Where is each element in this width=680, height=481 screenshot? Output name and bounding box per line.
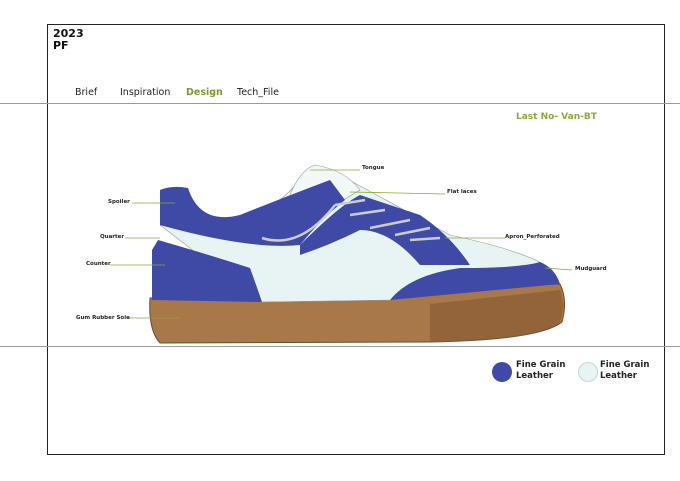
legend-line: Leather — [516, 371, 553, 381]
legend-line: Leather — [600, 371, 637, 381]
sole-toe-texture — [430, 290, 563, 342]
last-number: Last No- Van-BT — [516, 112, 597, 122]
nav-tech-file[interactable]: Tech_File — [237, 87, 279, 98]
laces — [261, 198, 441, 242]
divider-top — [0, 103, 680, 104]
page-frame — [47, 24, 665, 455]
callout-flat-laces: Flat laces — [447, 189, 477, 195]
callout-tongue: Tongue — [362, 165, 385, 171]
counter-blue — [152, 240, 262, 302]
legend-line: Fine Grain — [600, 360, 650, 370]
callout-sole: Gum Rubber Sole — [76, 315, 130, 321]
year: 2023 — [53, 27, 84, 40]
nav-inspiration[interactable]: Inspiration — [120, 87, 171, 98]
nav-design[interactable]: Design — [186, 87, 223, 98]
callout-lines — [110, 169, 573, 319]
mudguard-blue — [390, 262, 560, 300]
legend-line: Fine Grain — [516, 360, 566, 370]
nav-brief[interactable]: Brief — [75, 87, 98, 98]
swatch-blue — [492, 362, 512, 382]
eyestay-blue — [300, 195, 470, 265]
quarter-blue — [160, 180, 345, 246]
swatch-pale — [578, 362, 598, 382]
code: PF — [53, 39, 69, 52]
callout-mudguard: Mudguard — [575, 266, 607, 272]
callout-apron: Apron_Perforated — [505, 234, 560, 240]
callout-spoiler: Spoiler — [108, 199, 130, 205]
divider-bottom — [0, 346, 680, 347]
callout-quarter: Quarter — [100, 234, 125, 240]
callout-counter: Counter — [86, 261, 111, 267]
